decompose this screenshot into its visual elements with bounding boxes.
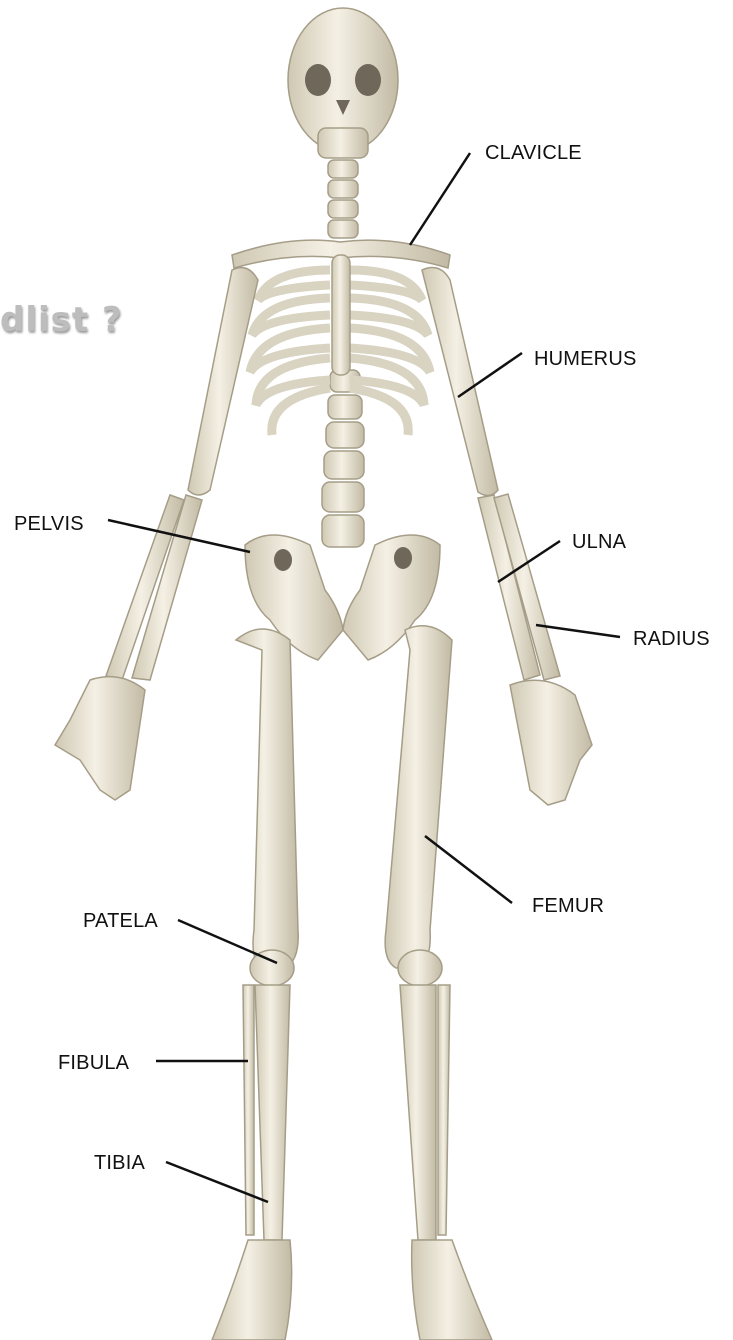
sternum [332, 255, 350, 375]
left-femur [385, 626, 452, 968]
label-tibia: TIBIA [94, 1152, 145, 1175]
left-tibia [400, 985, 436, 1240]
label-femur: FEMUR [532, 895, 604, 918]
right-arm [55, 268, 258, 800]
label-fibula: FIBULA [58, 1052, 129, 1075]
left-patella [398, 950, 442, 986]
label-ulna: ULNA [572, 531, 626, 554]
label-pelvis: PELVIS [14, 513, 84, 536]
right-femur [236, 629, 298, 968]
right-tibia [255, 985, 290, 1240]
femur-leader [425, 836, 512, 903]
right-foot [212, 1240, 292, 1340]
skull [288, 8, 398, 158]
left-fibula [438, 985, 450, 1235]
right-fibula [243, 985, 254, 1235]
label-clavicle: CLAVICLE [485, 142, 582, 165]
clavicle-leader [410, 153, 470, 245]
label-radius: RADIUS [633, 628, 710, 651]
label-patela: PATELA [83, 910, 158, 933]
label-humerus: HUMERUS [534, 348, 637, 371]
left-foot [412, 1240, 492, 1340]
